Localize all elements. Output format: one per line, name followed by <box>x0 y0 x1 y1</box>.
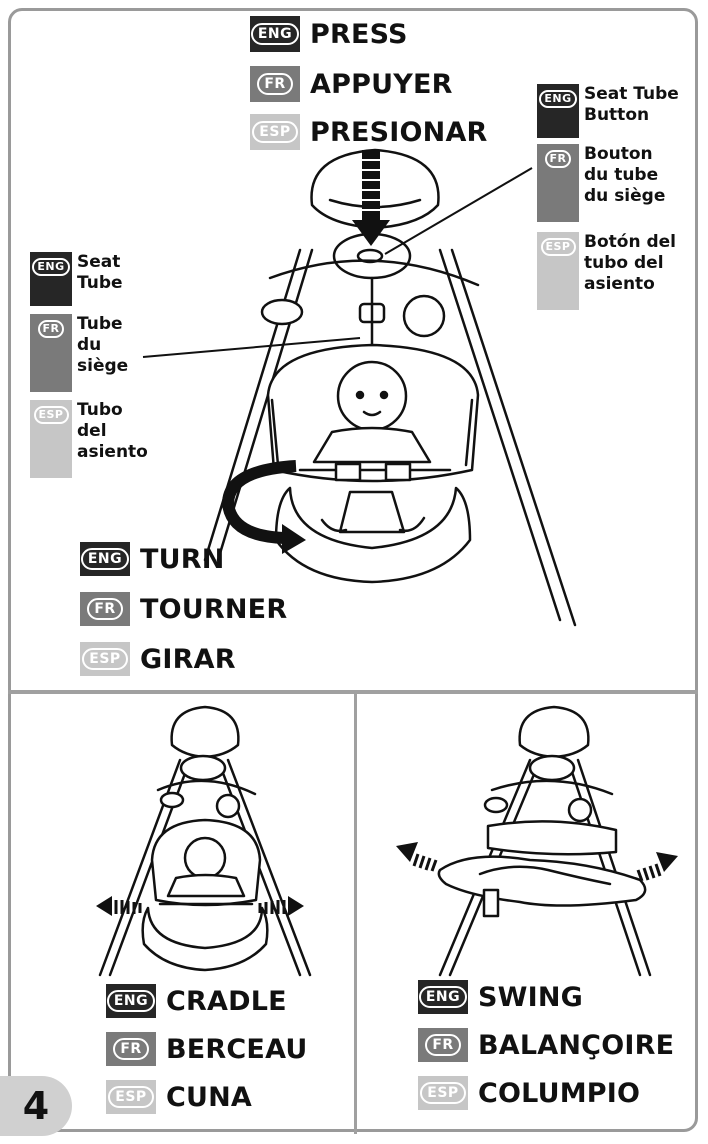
swing-fr-text: BALANÇOIRE <box>478 1030 674 1061</box>
turn-esp-row: ESP GIRAR <box>80 642 236 676</box>
tube-callout-fr-text: Tube du siège <box>77 314 128 377</box>
eng-badge: ENG <box>106 984 156 1018</box>
cradle-fr-row: FR BERCEAU <box>106 1032 307 1066</box>
fr-badge: FR <box>80 592 130 626</box>
tube-callout-esp: ESP Tubo del asiento <box>30 400 148 478</box>
esp-badge: ESP <box>30 400 72 478</box>
cradle-esp-text: CUNA <box>166 1082 252 1113</box>
cradle-arrow-left-icon <box>96 896 140 916</box>
press-eng-text: PRESS <box>310 19 408 50</box>
press-esp-text: PRESIONAR <box>310 117 488 148</box>
press-fr-text: APPUYER <box>310 69 453 100</box>
swing-eng-row: ENG SWING <box>418 980 583 1014</box>
cradle-fr-text: BERCEAU <box>166 1034 307 1065</box>
eng-badge: ENG <box>250 16 300 52</box>
cradle-esp-row: ESP CUNA <box>106 1080 252 1114</box>
tube-callout-eng: ENG Seat Tube <box>30 252 123 306</box>
esp-badge: ESP <box>418 1076 468 1110</box>
eng-badge: ENG <box>418 980 468 1014</box>
button-callout-eng: ENG Seat Tube Button <box>537 84 679 138</box>
turn-eng-row: ENG TURN <box>80 542 225 576</box>
eng-badge: ENG <box>80 542 130 576</box>
page-number: 4 <box>0 1076 72 1136</box>
turn-fr-row: FR TOURNER <box>80 592 287 626</box>
fr-badge: FR <box>537 144 579 222</box>
turn-esp-text: GIRAR <box>140 644 236 675</box>
cradle-swing-illustration <box>100 707 310 975</box>
esp-badge: ESP <box>250 114 300 150</box>
cradle-eng-row: ENG CRADLE <box>106 984 287 1018</box>
esp-badge: ESP <box>80 642 130 676</box>
fr-badge: FR <box>250 66 300 102</box>
cradle-eng-text: CRADLE <box>166 986 287 1017</box>
swing-esp-text: COLUMPIO <box>478 1078 640 1109</box>
swing-eng-text: SWING <box>478 982 583 1013</box>
esp-badge: ESP <box>537 232 579 310</box>
button-callout-esp: ESP Botón del tubo del asiento <box>537 232 676 310</box>
swing-fr-row: FR BALANÇOIRE <box>418 1028 674 1062</box>
eng-badge: ENG <box>30 252 72 306</box>
button-callout-eng-text: Seat Tube Button <box>584 84 679 126</box>
swing-esp-row: ESP COLUMPIO <box>418 1076 640 1110</box>
tube-callout-esp-text: Tubo del asiento <box>77 400 148 463</box>
fr-badge: FR <box>30 314 72 392</box>
turn-eng-text: TURN <box>140 544 225 575</box>
fr-badge: FR <box>106 1032 156 1066</box>
tube-callout-eng-text: Seat Tube <box>77 252 123 294</box>
main-swing-illustration <box>205 150 575 625</box>
esp-badge: ESP <box>106 1080 156 1114</box>
turn-fr-text: TOURNER <box>140 594 287 625</box>
press-eng-row: ENG PRESS <box>250 16 408 52</box>
press-esp-row: ESP PRESIONAR <box>250 114 488 150</box>
button-callout-fr: FR Bouton du tube du siège <box>537 144 665 222</box>
press-fr-row: FR APPUYER <box>250 66 453 102</box>
button-callout-esp-text: Botón del tubo del asiento <box>584 232 676 295</box>
button-callout-fr-text: Bouton du tube du siège <box>584 144 665 207</box>
tube-callout-fr: FR Tube du siège <box>30 314 128 392</box>
eng-badge: ENG <box>537 84 579 138</box>
fr-badge: FR <box>418 1028 468 1062</box>
swing-mode-illustration <box>439 707 650 975</box>
